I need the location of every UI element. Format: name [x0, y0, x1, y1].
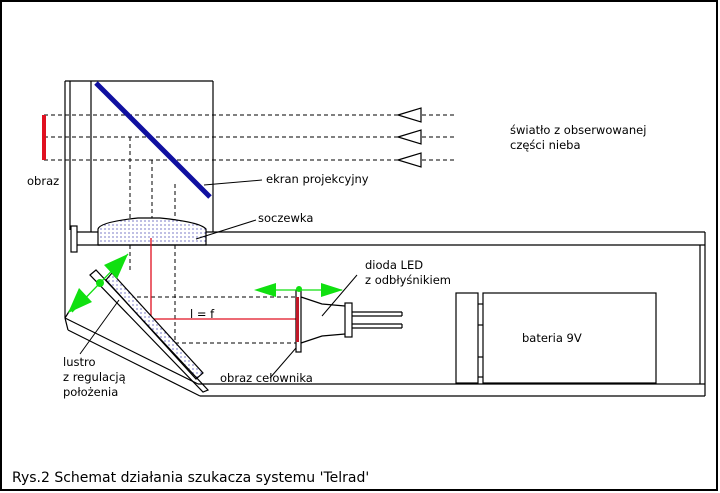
battery	[455, 292, 657, 384]
label-mirror: lustro	[63, 355, 96, 369]
label-led: dioda LED	[365, 258, 423, 272]
lower-housing	[64, 231, 706, 397]
mirror	[89, 269, 210, 393]
pivot-icon	[296, 286, 302, 292]
reticle-image	[296, 297, 299, 342]
mirror-adjust-arrow[interactable]	[68, 253, 129, 313]
arrow-left-icon	[395, 152, 422, 168]
label-focal-length: l = f	[190, 307, 215, 321]
label-led-2: z odbłyśnikiem	[365, 273, 451, 287]
label-sky-light-2: części nieba	[510, 138, 581, 152]
arrow-right-icon	[321, 283, 343, 297]
incoming-light-arrows	[395, 107, 422, 168]
label-mirror-3: położenia	[63, 385, 118, 399]
pivot-icon	[96, 279, 104, 287]
arrow-down-left-icon	[68, 288, 92, 313]
figure-caption: Rys.2 Schemat działania szukacza systemu…	[12, 470, 369, 486]
label-battery: bateria 9V	[522, 331, 582, 345]
led-reflector	[300, 296, 403, 344]
arrow-left-icon	[395, 129, 422, 145]
label-reticle-image: obraz celownika	[220, 371, 313, 385]
label-lens: soczewka	[258, 211, 313, 225]
optical-tower	[64, 80, 214, 318]
arrow-left-icon	[395, 107, 422, 123]
label-mirror-2: z regulacją	[63, 370, 126, 384]
arrow-left-icon	[254, 283, 276, 297]
leader-lines	[79, 179, 358, 379]
light-ray	[150, 238, 298, 320]
label-image: obraz	[27, 174, 59, 188]
lens	[97, 217, 207, 246]
projection-screen	[94, 81, 212, 199]
label-sky-light: światło z obserwowanej	[510, 123, 646, 137]
label-projection-screen: ekran projekcyjny	[266, 172, 369, 186]
arrow-up-right-icon	[104, 254, 128, 279]
reticle-adjust-arrow[interactable]	[254, 283, 343, 297]
light-paths	[44, 114, 455, 345]
